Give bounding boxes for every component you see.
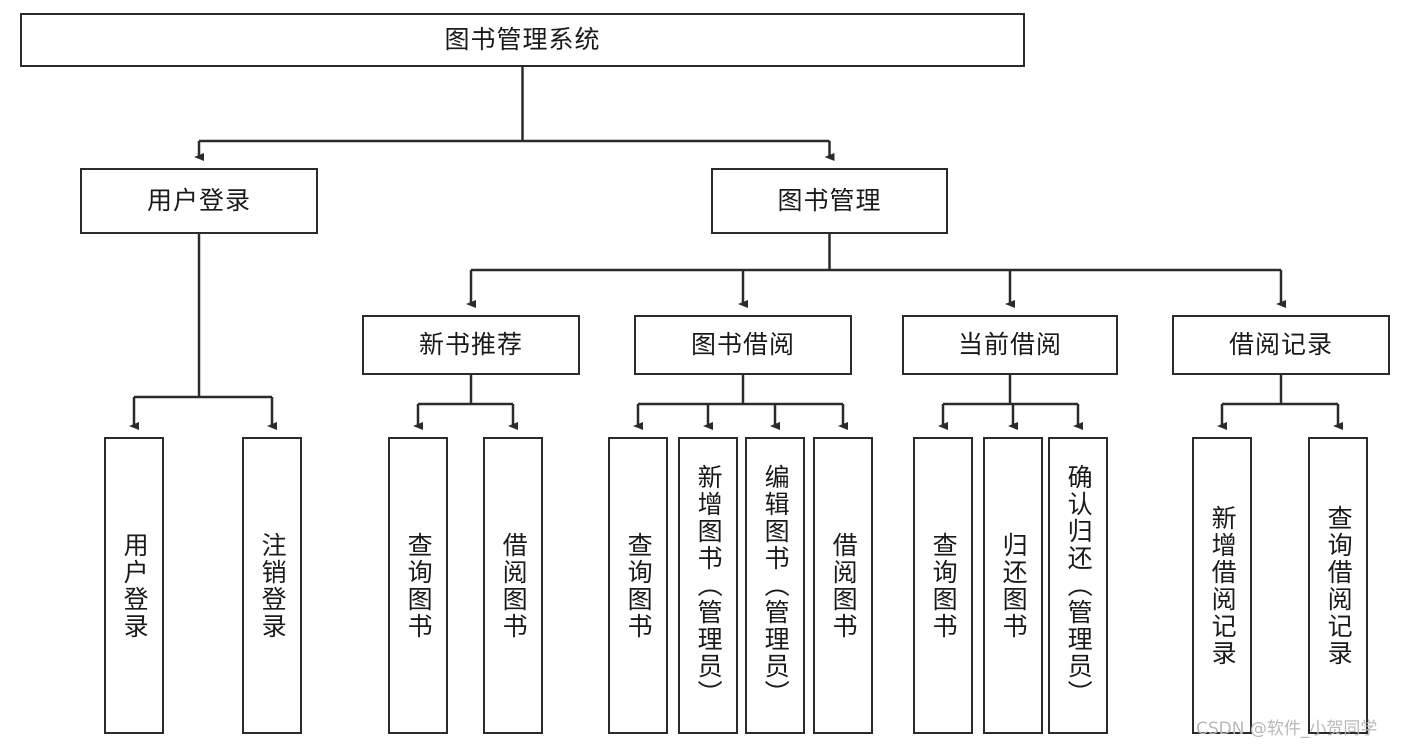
node-leaf4[interactable]: 借阅图书 — [483, 437, 543, 734]
node-label: 新增借阅记录 — [1208, 504, 1238, 667]
node-label: 注销登录 — [258, 531, 288, 640]
node-leaf12[interactable]: 新增借阅记录 — [1192, 437, 1252, 734]
node-leaf7[interactable]: 编辑图书（管理员） — [745, 437, 805, 734]
node-leaf10[interactable]: 归还图书 — [983, 437, 1043, 734]
node-label: 图书借阅 — [690, 330, 795, 360]
node-leaf5[interactable]: 查询图书 — [608, 437, 668, 734]
node-label: 图书管理系统 — [444, 25, 601, 55]
node-label: 借阅记录 — [1228, 330, 1333, 360]
node-label: 确认归还（管理员） — [1064, 464, 1094, 707]
node-label: 查询图书 — [624, 531, 654, 640]
node-label: 新增图书（管理员） — [694, 464, 724, 707]
node-current[interactable]: 当前借阅 — [902, 315, 1118, 375]
node-label: 查询借阅记录 — [1324, 504, 1354, 667]
node-root[interactable]: 图书管理系统 — [20, 13, 1025, 67]
node-label: 当前借阅 — [957, 330, 1062, 360]
node-label: 归还图书 — [999, 531, 1029, 640]
node-leaf1[interactable]: 用户登录 — [104, 437, 164, 734]
node-label: 用户登录 — [120, 531, 150, 640]
node-leaf6[interactable]: 新增图书（管理员） — [678, 437, 738, 734]
node-leaf8[interactable]: 借阅图书 — [813, 437, 873, 734]
node-label: 编辑图书（管理员） — [761, 464, 791, 707]
node-label: 查询图书 — [404, 531, 434, 640]
node-label: 借阅图书 — [499, 531, 529, 640]
node-label: 图书管理 — [777, 186, 882, 216]
node-label: 用户登录 — [146, 186, 251, 216]
node-leaf2[interactable]: 注销登录 — [242, 437, 302, 734]
node-leaf11[interactable]: 确认归还（管理员） — [1048, 437, 1108, 734]
node-leaf13[interactable]: 查询借阅记录 — [1308, 437, 1368, 734]
node-leaf9[interactable]: 查询图书 — [913, 437, 973, 734]
csdn-watermark: CSDN @软件_小贺同学 — [1196, 719, 1378, 739]
node-label: 借阅图书 — [829, 531, 859, 640]
node-newbook[interactable]: 新书推荐 — [362, 315, 580, 375]
node-bookmgmt[interactable]: 图书管理 — [711, 168, 948, 234]
node-borrow[interactable]: 图书借阅 — [634, 315, 852, 375]
node-login[interactable]: 用户登录 — [80, 168, 318, 234]
node-label: 新书推荐 — [418, 330, 523, 360]
node-records[interactable]: 借阅记录 — [1172, 315, 1390, 375]
node-label: 查询图书 — [929, 531, 959, 640]
node-leaf3[interactable]: 查询图书 — [388, 437, 448, 734]
